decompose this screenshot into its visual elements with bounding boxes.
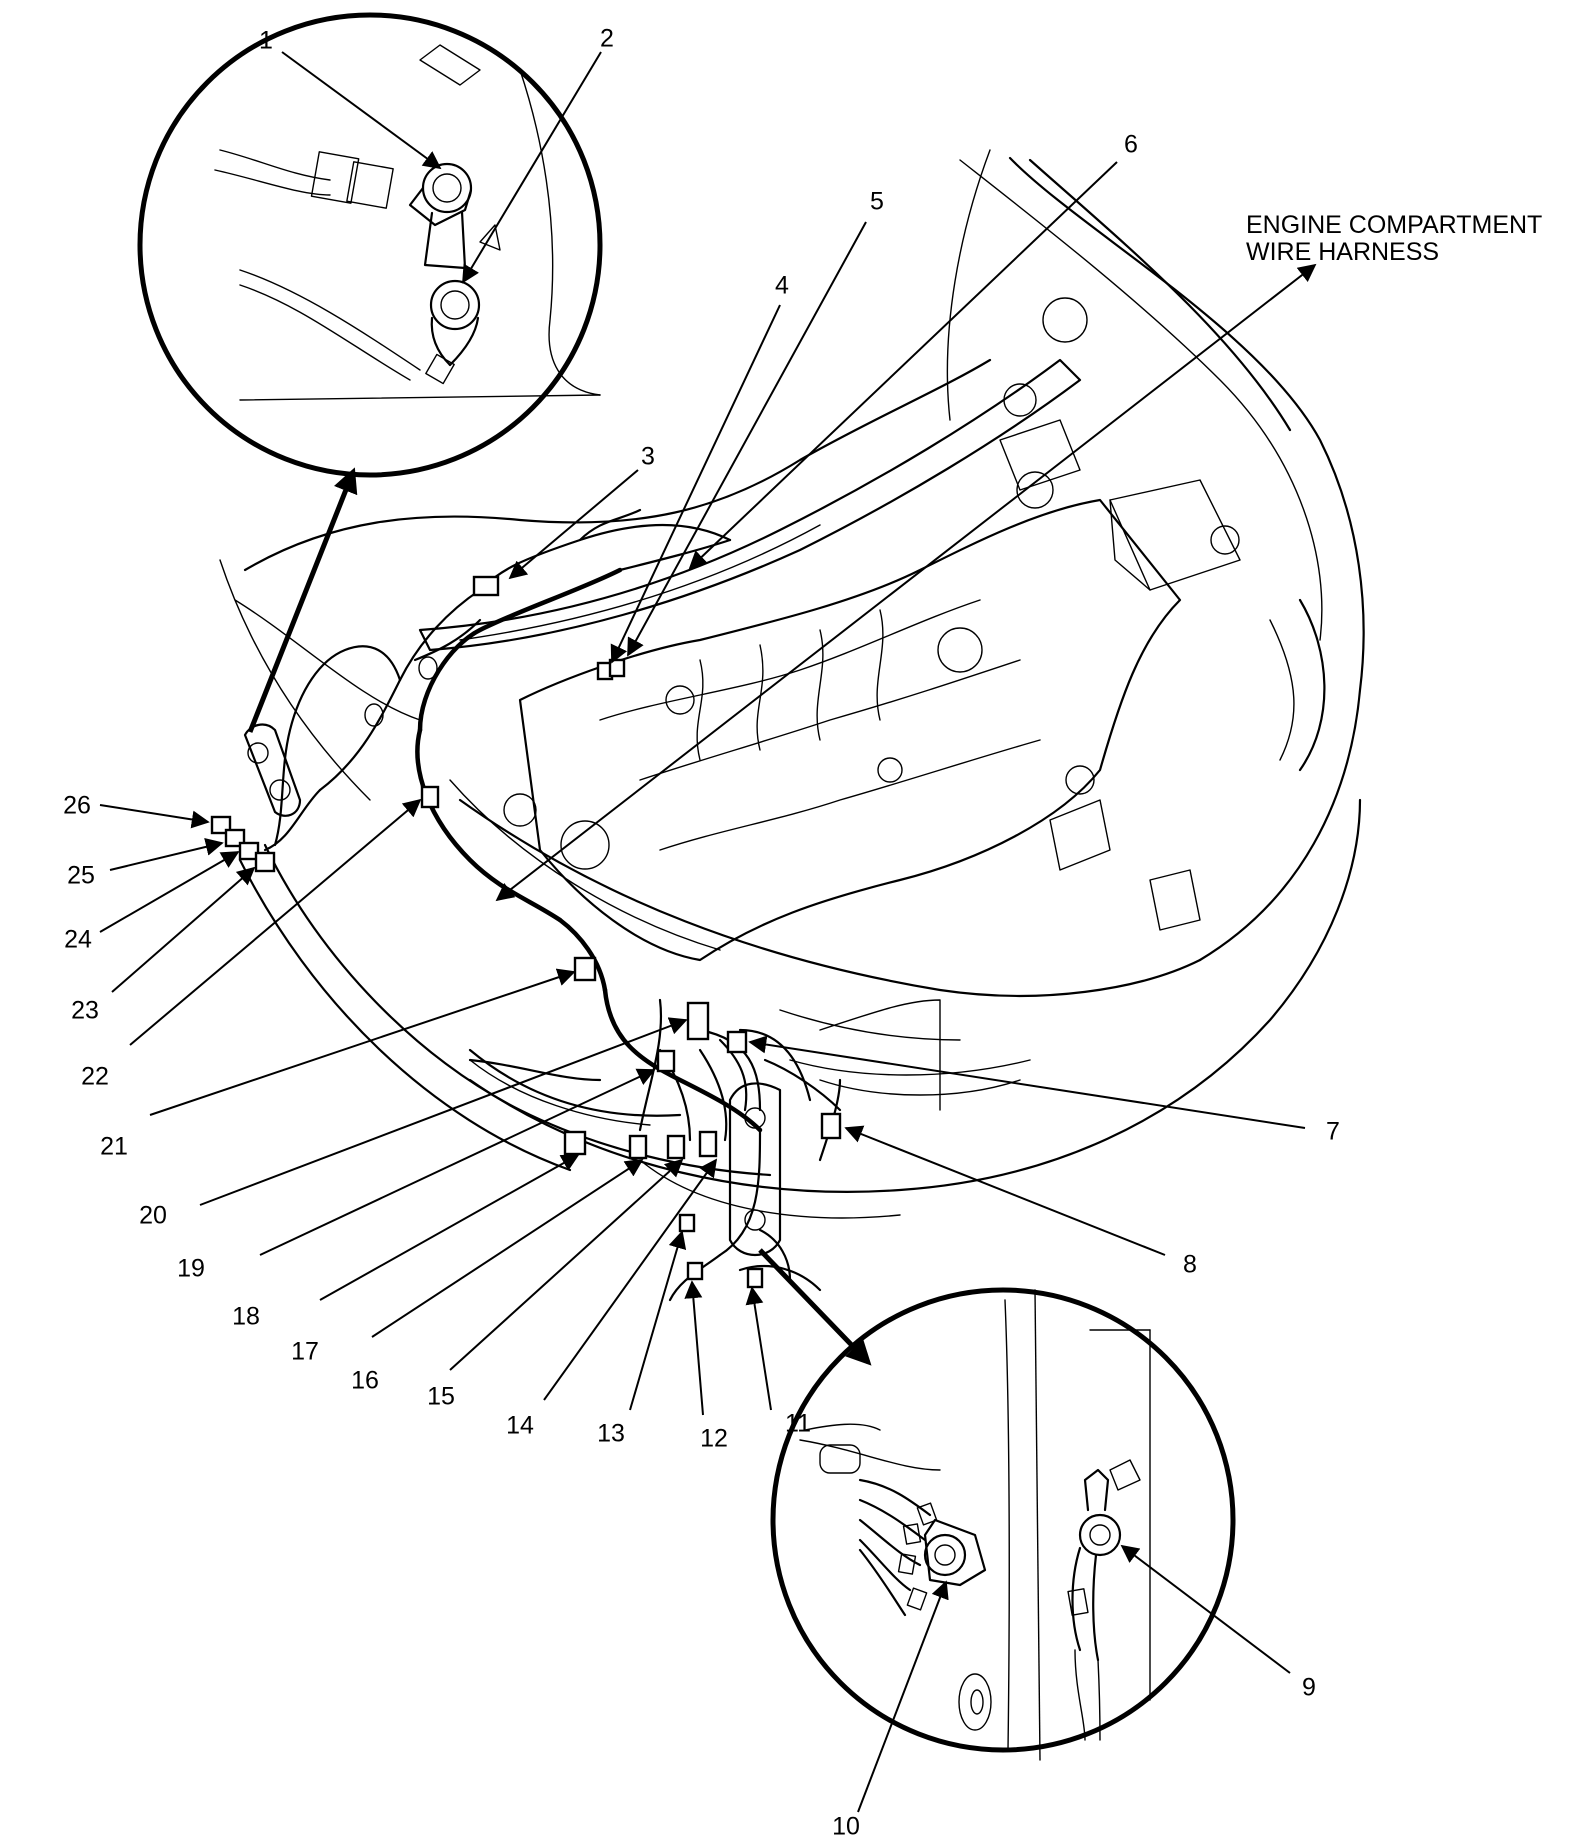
callout-17: 17	[291, 1338, 319, 1366]
callout-4: 4	[775, 272, 789, 300]
callout-2: 2	[600, 25, 614, 53]
callout-16: 16	[351, 1367, 379, 1395]
callout-10: 10	[832, 1813, 860, 1841]
callout-3: 3	[641, 443, 655, 471]
connector-17	[628, 1134, 648, 1160]
connector-19	[656, 1049, 676, 1073]
connector-23	[254, 851, 276, 873]
connector-7	[726, 1030, 748, 1054]
callout-20: 20	[139, 1202, 167, 1230]
callout-26: 26	[63, 792, 91, 820]
callout-15: 15	[427, 1383, 455, 1411]
detail-view-ground-top	[137, 12, 603, 478]
callout-numbers: 1 2 3 4 5 6 7 8 9 10 11 12 13 14 15 16 1…	[63, 25, 1340, 1841]
callout-11: 11	[785, 1410, 811, 1438]
connector-13	[678, 1213, 696, 1233]
caption-line-2: WIRE HARNESS	[1246, 238, 1439, 266]
connector-21	[420, 785, 440, 809]
callout-leaders	[99, 51, 1317, 1813]
callout-5: 5	[870, 188, 884, 216]
detail-view-ground-bottom	[770, 1287, 1236, 1761]
callout-13: 13	[597, 1420, 625, 1448]
harness-caption: ENGINE COMPARTMENT WIRE HARNESS	[1246, 211, 1542, 266]
callout-23: 23	[71, 997, 99, 1025]
connector-3	[472, 575, 500, 597]
callout-21: 21	[100, 1133, 128, 1161]
connector-18	[563, 1130, 587, 1156]
callout-7: 7	[1326, 1118, 1340, 1146]
connector-12	[686, 1261, 704, 1281]
caption-line-1: ENGINE COMPARTMENT	[1246, 211, 1542, 239]
callout-12: 12	[700, 1425, 728, 1453]
callout-6: 6	[1124, 131, 1138, 159]
callout-25: 25	[67, 862, 95, 890]
connector-8	[820, 1112, 842, 1140]
callout-19: 19	[177, 1255, 205, 1283]
harness-routing	[243, 508, 842, 1302]
connector-22	[573, 956, 597, 982]
callout-8: 8	[1183, 1251, 1197, 1279]
connector-5	[608, 658, 626, 678]
connector-15	[698, 1130, 718, 1158]
callout-18: 18	[232, 1303, 260, 1331]
callout-14: 14	[506, 1412, 534, 1440]
callout-1: 1	[259, 27, 273, 55]
callout-24: 24	[64, 926, 92, 954]
connector-24	[238, 841, 260, 861]
connector-11	[746, 1267, 764, 1289]
connectors	[210, 575, 842, 1289]
connector-16	[666, 1134, 686, 1160]
connector-20	[686, 1001, 710, 1041]
callout-22: 22	[81, 1063, 109, 1091]
callout-9: 9	[1302, 1674, 1316, 1702]
